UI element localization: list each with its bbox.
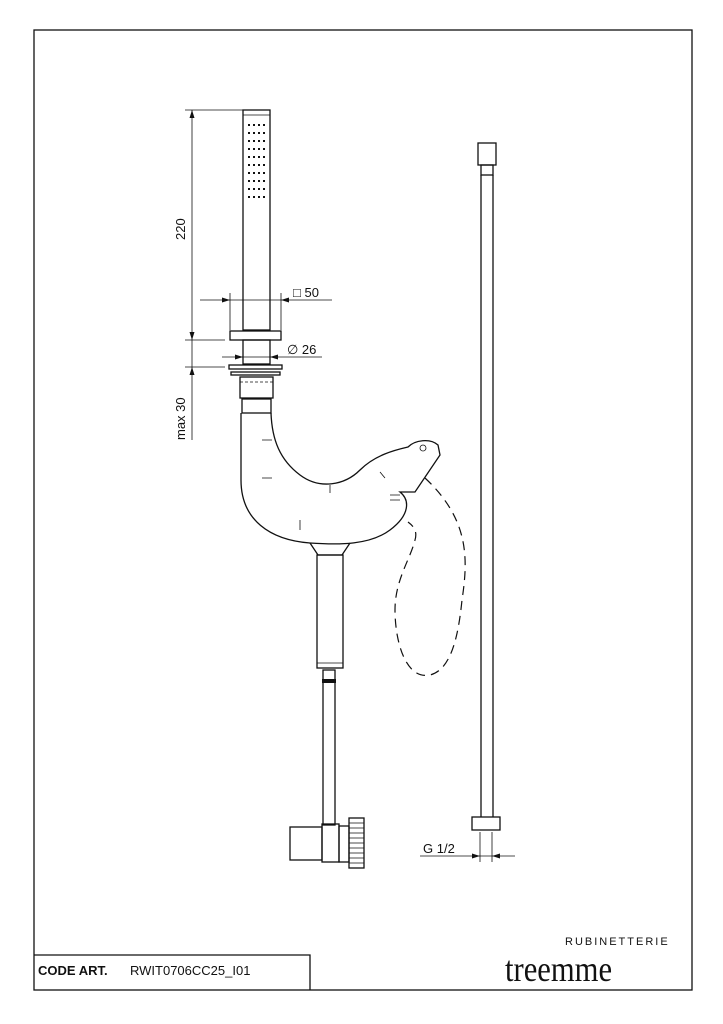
hose-holder-body bbox=[240, 412, 441, 826]
nozzle-dot bbox=[258, 188, 260, 190]
nozzle-dot bbox=[248, 132, 250, 134]
dim-220: 220 bbox=[173, 218, 188, 240]
nozzle-dot bbox=[258, 172, 260, 174]
nozzle-dot bbox=[253, 124, 255, 126]
dim-thread: G 1/2 bbox=[423, 841, 455, 856]
nozzle-dot bbox=[263, 156, 265, 158]
nozzle-dot bbox=[253, 196, 255, 198]
nozzle-dot bbox=[248, 196, 250, 198]
spray-nozzles bbox=[248, 124, 265, 198]
nozzle-dot bbox=[258, 124, 260, 126]
nozzle-dot bbox=[248, 188, 250, 190]
title-block-border bbox=[34, 954, 311, 990]
nozzle-dot bbox=[258, 140, 260, 142]
supply-hose bbox=[420, 142, 515, 862]
nozzle-dot bbox=[248, 156, 250, 158]
flexible-hose-dashed bbox=[394, 477, 466, 676]
nozzle-dot bbox=[253, 188, 255, 190]
code-art-value: RWIT0706CC25_I01 bbox=[130, 963, 251, 978]
nozzle-dot bbox=[263, 140, 265, 142]
hand-shower bbox=[228, 109, 283, 414]
nozzle-dot bbox=[253, 172, 255, 174]
nozzle-dot bbox=[258, 148, 260, 150]
nozzle-dot bbox=[263, 172, 265, 174]
dim-diameter-26: ∅ 26 bbox=[287, 342, 316, 357]
nozzle-dot bbox=[258, 164, 260, 166]
nozzle-dot bbox=[263, 180, 265, 182]
brand-logo: treemme bbox=[505, 949, 613, 989]
nozzle-dot bbox=[253, 180, 255, 182]
drawing-frame bbox=[33, 29, 693, 991]
nozzle-dot bbox=[263, 188, 265, 190]
angle-valve bbox=[289, 817, 365, 869]
nozzle-dot bbox=[258, 180, 260, 182]
nozzle-dot bbox=[258, 156, 260, 158]
nozzle-dot bbox=[248, 172, 250, 174]
nozzle-dot bbox=[263, 124, 265, 126]
nozzle-dot bbox=[263, 196, 265, 198]
nozzle-dot bbox=[253, 156, 255, 158]
nozzle-dot bbox=[258, 196, 260, 198]
nozzle-dot bbox=[263, 132, 265, 134]
nozzle-dot bbox=[248, 124, 250, 126]
nozzle-dot bbox=[253, 140, 255, 142]
nozzle-dot bbox=[248, 140, 250, 142]
nozzle-dot bbox=[253, 132, 255, 134]
nozzle-dot bbox=[248, 148, 250, 150]
nozzle-dot bbox=[253, 164, 255, 166]
code-art-label: CODE ART. bbox=[38, 963, 108, 978]
brand-subtitle: RUBINETTERIE bbox=[565, 936, 670, 948]
dim-max-30: max 30 bbox=[173, 397, 188, 440]
nozzle-dot bbox=[253, 148, 255, 150]
nozzle-dot bbox=[258, 132, 260, 134]
nozzle-dot bbox=[248, 180, 250, 182]
nozzle-dot bbox=[263, 148, 265, 150]
dimension-lines bbox=[185, 109, 332, 440]
dim-square-50: □ 50 bbox=[293, 285, 319, 300]
nozzle-dot bbox=[263, 164, 265, 166]
nozzle-dot bbox=[248, 164, 250, 166]
